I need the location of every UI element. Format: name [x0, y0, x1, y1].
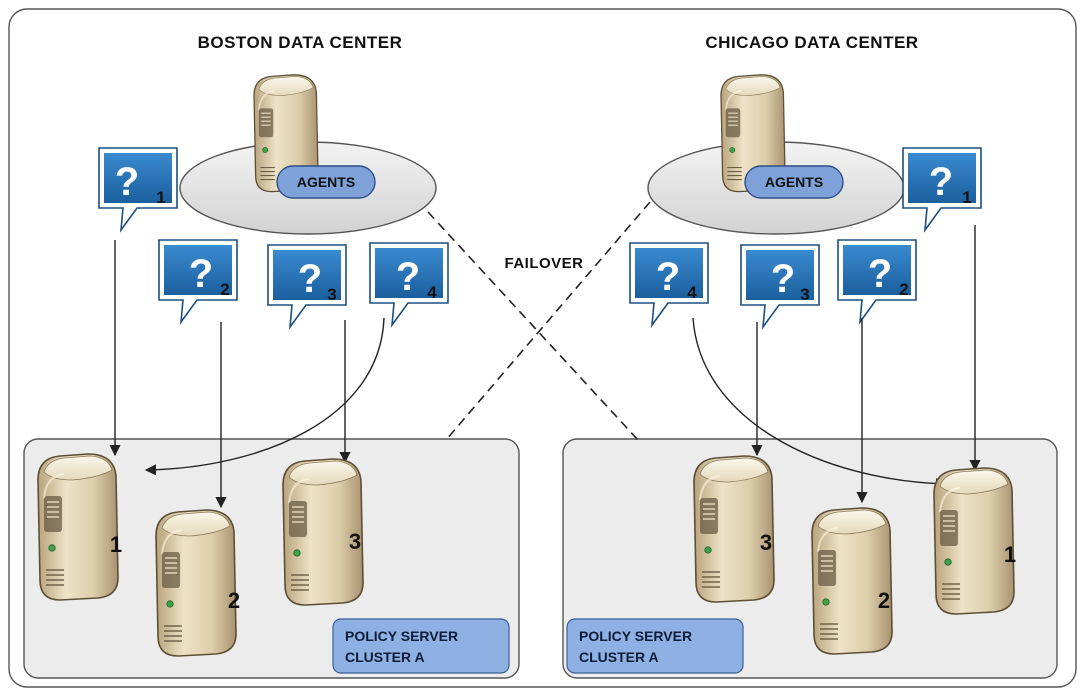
chicago-title: CHICAGO DATA CENTER [705, 33, 918, 52]
chicago-agents-label: AGENTS [765, 174, 823, 190]
chicago-arrow-request-4-failover [692, 317, 948, 490]
boston-policy-server-2: 2 [155, 509, 240, 657]
request-number: 2 [220, 280, 229, 299]
question-mark-icon: ? [929, 160, 953, 204]
chicago-cluster-label-line2: CLUSTER A [579, 649, 659, 665]
request-number: 2 [899, 280, 908, 299]
failover-line-chicago-to-boston [445, 201, 651, 441]
chicago-policy-server-1: 1 [933, 467, 1016, 615]
chicago-policy-server-2: 2 [811, 507, 893, 655]
request-number: 4 [427, 283, 437, 302]
question-mark-icon: ? [396, 255, 420, 299]
server-number: 1 [110, 532, 122, 557]
boston-cluster-label-box [332, 618, 510, 674]
request-number: 4 [687, 283, 697, 302]
question-mark-icon: ? [656, 255, 680, 299]
question-mark-icon: ? [868, 252, 892, 296]
boston-request-bubble-4: ? 4 [369, 242, 449, 326]
boston-request-bubble-2: ? 2 [158, 239, 238, 323]
server-number: 2 [228, 588, 240, 613]
boston-policy-server-1: 1 [37, 453, 122, 601]
request-number: 3 [327, 285, 336, 304]
boston-title: BOSTON DATA CENTER [198, 33, 403, 52]
boston-request-bubble-3: ? 3 [267, 244, 347, 328]
chicago-cluster-label-line1: POLICY SERVER [579, 628, 692, 644]
boston-agents-label: AGENTS [297, 174, 355, 190]
chicago-agents-badge [744, 165, 844, 199]
chicago-policy-server-3: 3 [693, 455, 775, 603]
server-number: 3 [760, 530, 772, 555]
chicago-cluster-label-box [566, 618, 744, 674]
boston-policy-server-3: 3 [282, 458, 364, 606]
question-mark-icon: ? [298, 257, 322, 301]
failover-label: FAILOVER [504, 255, 583, 272]
chicago-request-bubble-4: ? 4 [629, 242, 709, 326]
question-mark-icon: ? [115, 160, 139, 204]
chicago-request-bubble-2: ? 2 [837, 239, 917, 323]
boston-cluster-box [23, 438, 520, 679]
question-mark-icon: ? [771, 257, 795, 301]
server-number: 2 [878, 588, 890, 613]
chicago-request-bubble-3: ? 3 [740, 244, 820, 328]
boston-agents-badge [276, 165, 376, 199]
boston-arrow-request-4-failover [144, 317, 385, 476]
boston-cluster-label-line1: POLICY SERVER [345, 628, 458, 644]
boston-request-bubble-1: ? 1 [98, 147, 178, 231]
question-mark-icon: ? [189, 252, 213, 296]
chicago-request-bubble-1: ? 1 [902, 147, 982, 231]
boston-cluster-label-line2: CLUSTER A [345, 649, 425, 665]
server-number: 1 [1004, 542, 1016, 567]
request-number: 3 [800, 285, 809, 304]
failover-line-boston-to-chicago [427, 211, 639, 441]
server-number: 3 [349, 529, 361, 554]
request-number: 1 [156, 188, 165, 207]
request-number: 1 [962, 188, 971, 207]
